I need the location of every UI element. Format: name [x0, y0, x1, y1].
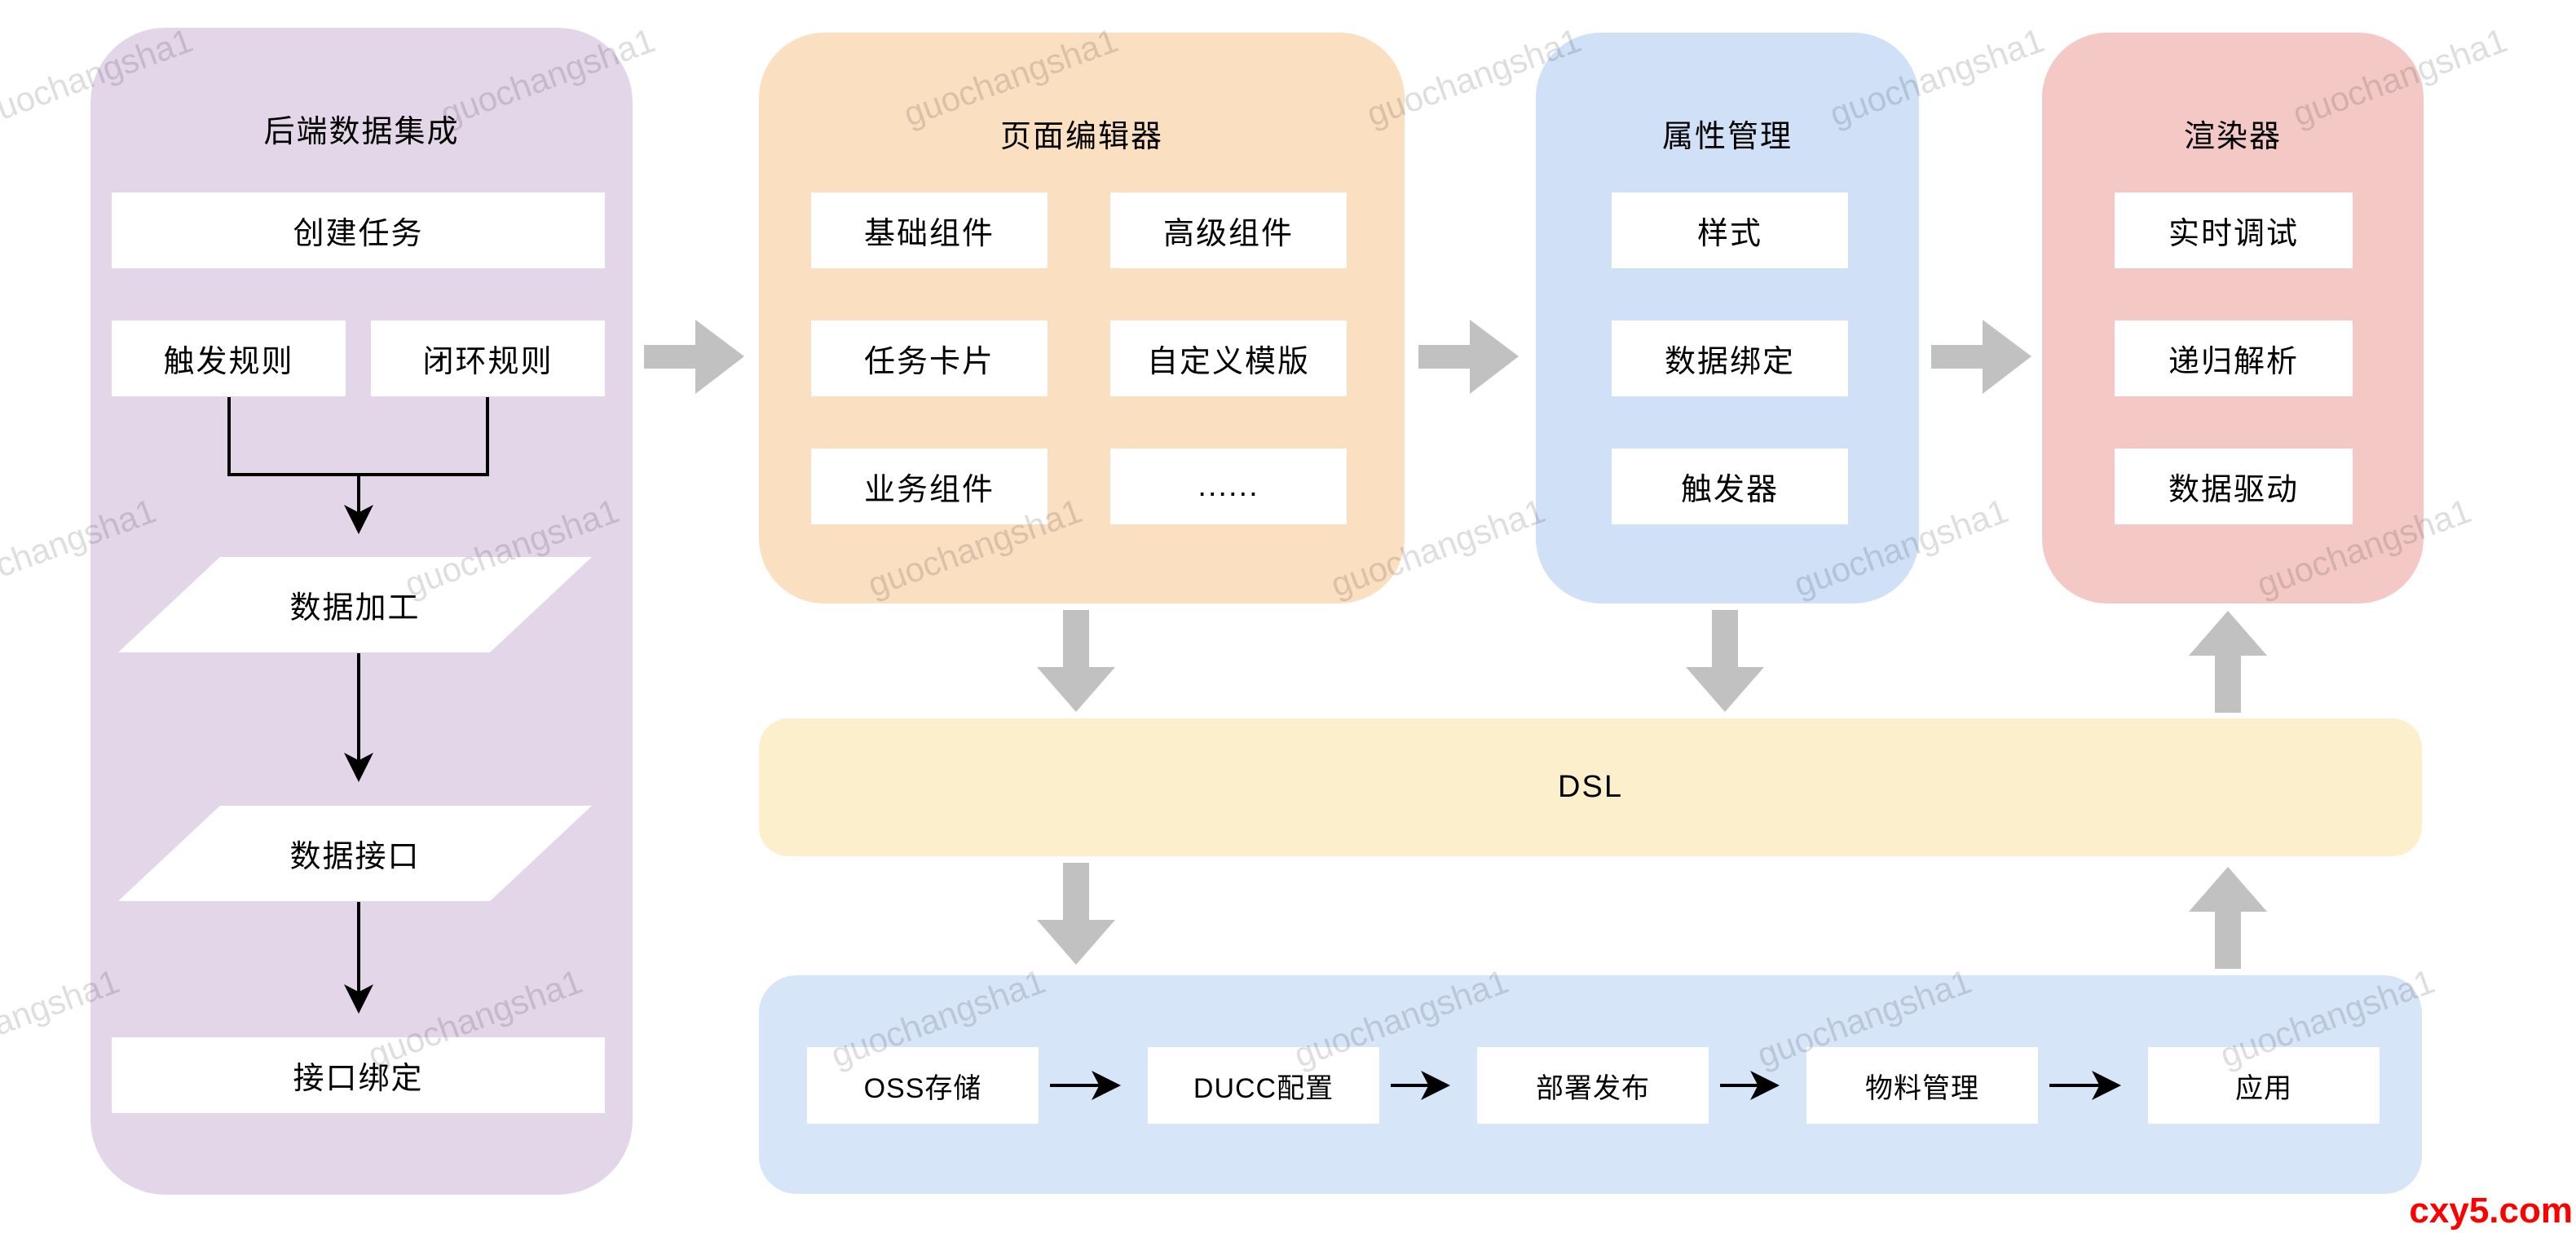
renderer-panel-title: 渲染器: [2183, 120, 2282, 154]
data-interface-label: 数据接口: [289, 840, 421, 874]
style-label: 样式: [1696, 217, 1762, 251]
business-components-label: 业务组件: [863, 473, 995, 507]
create-task-label: 创建任务: [293, 217, 424, 251]
site-brand: cxy5.com: [2409, 1191, 2573, 1231]
dsl-to-renderer-arrow: [2189, 611, 2267, 713]
advanced-components-box: 高级组件: [1110, 192, 1347, 268]
custom-template-box: 自定义模版: [1110, 320, 1347, 396]
data-driven-label: 数据驱动: [2168, 473, 2299, 507]
data-processing-label: 数据加工: [289, 591, 421, 625]
trigger-rule-label: 触发规则: [163, 345, 294, 379]
recursive-parse-box: 递归解析: [2115, 320, 2353, 396]
live-debug-label: 实时调试: [2168, 217, 2299, 251]
publish-to-dsl-arrow: [2189, 867, 2267, 969]
interface-binding-box: 接口绑定: [112, 1037, 605, 1113]
loop-rule-label: 闭环规则: [422, 345, 554, 379]
more-components-label: ......: [1198, 469, 1259, 503]
task-card-label: 任务卡片: [863, 345, 995, 379]
more-components-box: ......: [1110, 449, 1347, 524]
deploy-release-label: 部署发布: [1536, 1072, 1650, 1104]
editor-to-props-arrow: [1418, 320, 1519, 394]
basic-components-label: 基础组件: [863, 217, 995, 251]
oss-storage-label: OSS存储: [863, 1072, 982, 1104]
backend-to-editor-arrow: [644, 320, 744, 394]
create-task-box: 创建任务: [112, 192, 605, 268]
material-mgmt-box: 物料管理: [1806, 1047, 2038, 1124]
live-debug-box: 实时调试: [2115, 192, 2353, 268]
ducc-config-label: DUCC配置: [1193, 1072, 1334, 1104]
data-binding-box: 数据绑定: [1612, 320, 1848, 396]
rules-join-line: [227, 397, 489, 476]
business-components-box: 业务组件: [811, 449, 1048, 524]
dsl-to-publish-arrow: [1037, 863, 1115, 965]
deploy-release-box: 部署发布: [1477, 1047, 1709, 1124]
dsl-bar: DSL: [759, 718, 2422, 856]
editor-panel-title: 页面编辑器: [999, 120, 1163, 154]
basic-components-box: 基础组件: [811, 192, 1048, 268]
props-panel-title: 属性管理: [1661, 120, 1793, 154]
trigger-rule-box: 触发规则: [112, 320, 346, 396]
data-binding-label: 数据绑定: [1664, 345, 1795, 379]
application-box: 应用: [2148, 1047, 2380, 1124]
trigger-box: 触发器: [1612, 449, 1848, 524]
custom-template-label: 自定义模版: [1146, 345, 1310, 379]
props-to-dsl-arrow: [1686, 610, 1764, 712]
dsl-label: DSL: [1558, 770, 1623, 804]
editor-to-dsl-arrow: [1037, 610, 1115, 712]
interface-binding-label: 接口绑定: [293, 1062, 424, 1096]
ducc-config-box: DUCC配置: [1148, 1047, 1379, 1124]
task-card-box: 任务卡片: [811, 320, 1048, 396]
backend-panel-title: 后端数据集成: [263, 115, 460, 149]
data-driven-box: 数据驱动: [2115, 449, 2353, 524]
trigger-label: 触发器: [1680, 473, 1779, 507]
application-label: 应用: [2235, 1072, 2292, 1104]
material-mgmt-label: 物料管理: [1865, 1072, 1979, 1104]
style-box: 样式: [1612, 192, 1848, 268]
props-to-renderer-arrow: [1931, 320, 2031, 394]
loop-rule-box: 闭环规则: [371, 320, 605, 396]
oss-storage-box: OSS存储: [807, 1047, 1039, 1124]
advanced-components-label: 高级组件: [1162, 217, 1294, 251]
recursive-parse-label: 递归解析: [2168, 345, 2299, 379]
